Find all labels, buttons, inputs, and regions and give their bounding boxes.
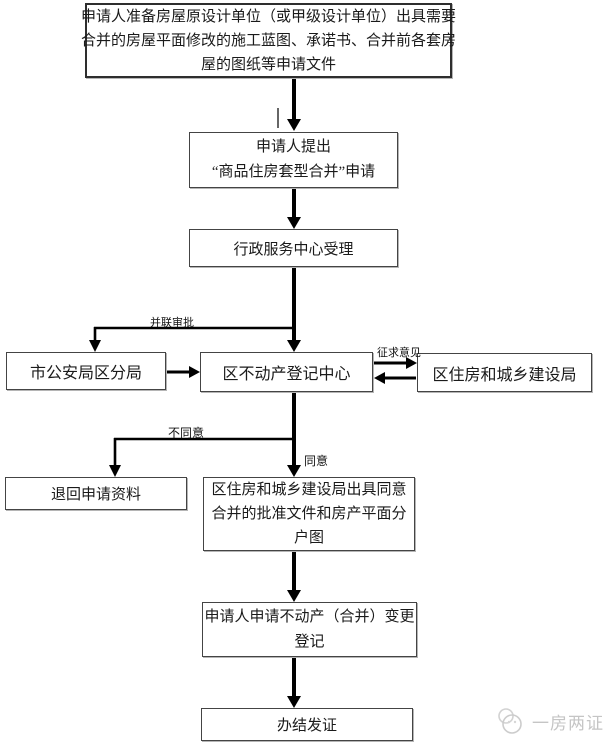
arrow-housing-to-registry: [374, 372, 416, 384]
brand-logo-icon: [498, 708, 522, 734]
flow-box-text-line: 屋的图纸等申请文件: [200, 56, 336, 73]
flow-box-housing-bureau: 区住房和城乡建设局: [417, 353, 592, 392]
flow-box-text-line: 办结发证: [276, 718, 337, 734]
edge-label-disagree: 不同意: [168, 426, 205, 440]
arrow-parallel-to-police: [89, 326, 295, 352]
flow-box-approval-documents: 区住房和城乡建设局出具同意 合并的批准文件和房产平面分 户图: [203, 477, 415, 551]
flow-box-return-materials: 退回申请资料: [5, 477, 187, 510]
flow-box-text-line: 合并的批准文件和房产平面分: [211, 506, 407, 522]
flow-box-prepare-documents: 申请人准备房屋原设计单位（或甲级设计单位）出具需要 合并的房屋平面修改的施工蓝图…: [81, 3, 456, 78]
flow-box-text-line: 登记: [294, 633, 325, 650]
flow-box-text-line: 区住房和城乡建设局: [432, 366, 577, 384]
flow-box-text-line: 合并的房屋平面修改的施工蓝图、承诺书、合并前各套房: [81, 32, 457, 49]
flow-box-text-line: 户图: [293, 530, 324, 546]
edge-label-seek-opinion: 征求意见: [377, 347, 421, 359]
flow-box-real-estate-registry: 区不动产登记中心: [200, 352, 373, 392]
flow-box-police-branch: 市公安局区分局: [6, 352, 166, 390]
flow-box-text-line: 市公安局区分局: [29, 365, 142, 382]
arrow-accept-to-registry: [287, 267, 301, 352]
flow-box-submit-application: 申请人提出 “商品住房套型合并”申请: [189, 132, 398, 188]
edge-label-parallel-approval: 并联审批: [150, 317, 194, 329]
flow-box-text-line: 申请人提出: [255, 139, 331, 155]
flow-box-text-line: 退回申请资料: [50, 487, 141, 503]
flow-box-text-line: 行政服务中心受理: [233, 241, 354, 258]
edge-label-agree: 同意: [304, 454, 329, 468]
flow-box-text-line: 申请人申请不动产（合并）变更: [204, 608, 415, 625]
flow-box-service-center-accept: 行政服务中心受理: [189, 229, 398, 267]
flow-box-change-registration: 申请人申请不动产（合并）变更 登记: [202, 602, 417, 657]
brand-text: 一房两证: [532, 713, 604, 733]
flow-box-text-line: 区住房和城乡建设局出具同意: [211, 482, 407, 498]
arrow-apply-to-accept: [287, 188, 301, 229]
arrow-disagree-to-return: [109, 437, 295, 477]
flow-box-issue-certificate: 办结发证: [201, 708, 413, 741]
arrow-registry-to-approval: [287, 392, 301, 477]
arrow-prepare-to-apply: [277, 78, 301, 131]
flow-box-text-line: 区不动产登记中心: [222, 366, 351, 383]
arrow-change-to-final: [287, 657, 301, 708]
arrow-police-to-registry: [167, 366, 200, 378]
footer-watermark: 一房两证: [494, 706, 604, 736]
flow-box-text-line: “商品住房套型合并”申请: [211, 164, 376, 180]
flow-box-text-line: 申请人准备房屋原设计单位（或甲级设计单位）出具需要: [81, 8, 457, 25]
arrow-approval-to-change: [287, 551, 301, 602]
